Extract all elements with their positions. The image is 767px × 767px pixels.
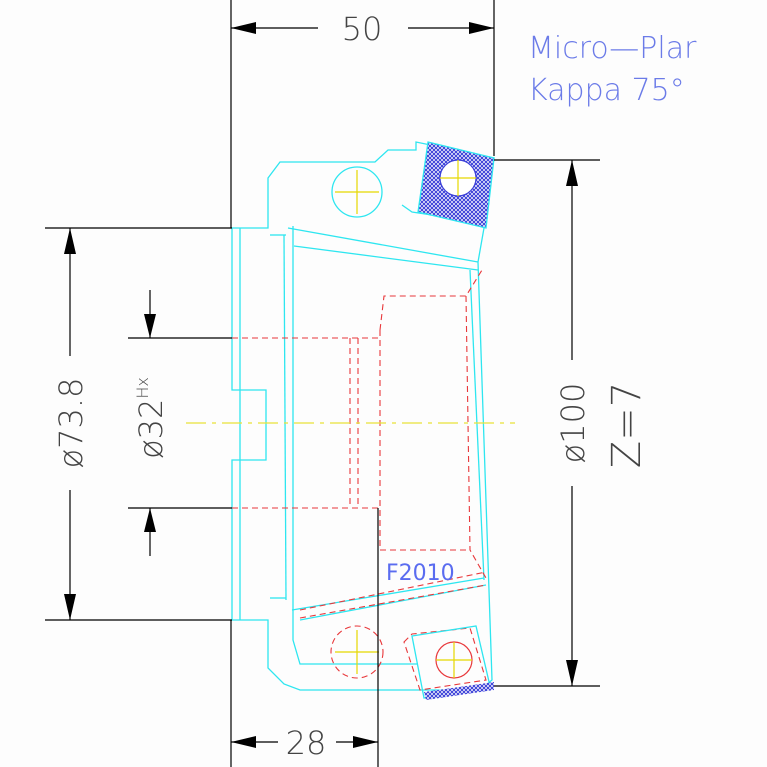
dimension-dia-bore: ø32Hx bbox=[128, 290, 232, 556]
dim-dia-bore-label: ø32Hx bbox=[132, 377, 170, 459]
dimension-width-top: 50 bbox=[230, 0, 495, 228]
dim-width-bottom-label: 28 bbox=[286, 724, 327, 762]
dim-width-top-label: 50 bbox=[342, 10, 383, 48]
bottom-insert-edge bbox=[424, 682, 494, 700]
center-lines bbox=[186, 160, 515, 678]
dimension-dia-body: ø73.8 bbox=[45, 227, 232, 621]
cutter-body-outline bbox=[231, 141, 495, 691]
dimension-width-bottom: 28 bbox=[230, 508, 379, 767]
dimension-dia-cutter: ø100 Z=7 bbox=[494, 159, 650, 687]
title-line-2: Kappa 75° bbox=[528, 73, 685, 108]
hidden-lines bbox=[232, 269, 487, 691]
teeth-count-label: Z=7 bbox=[604, 382, 650, 468]
dim-bore-tolerance: Hx bbox=[133, 377, 152, 399]
insert-code-label: F2010 bbox=[386, 561, 455, 586]
dim-dia-cutter-label: ø100 bbox=[554, 383, 592, 464]
dim-dia-body-label: ø73.8 bbox=[52, 378, 90, 469]
title-line-1: Micro—Plar bbox=[528, 31, 697, 66]
